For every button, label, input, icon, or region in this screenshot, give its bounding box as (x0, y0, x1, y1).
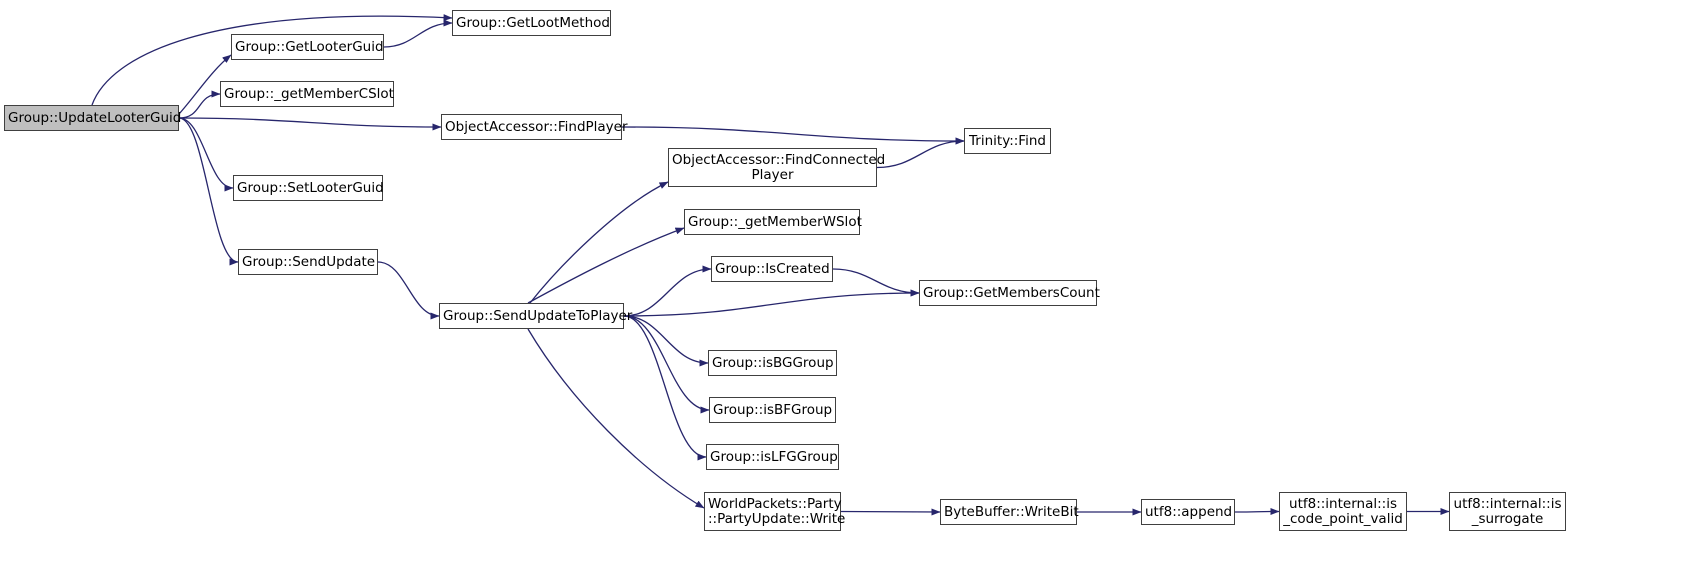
graph-node-islfggroup[interactable]: Group::isLFGGroup (706, 444, 839, 470)
graph-node-trinityfind[interactable]: Trinity::Find (964, 128, 1051, 154)
graph-node-iscreated[interactable]: Group::IsCreated (711, 256, 833, 282)
graph-node-label: Group::isLFGGroup (710, 448, 838, 465)
graph-node-getmemberwslot[interactable]: Group::_getMemberWSlot (684, 209, 862, 235)
graph-edge-sendupdatetoplayer-to-isbfgroup (623, 315, 710, 414)
graph-edge-iscreated-to-getmemberscount (832, 268, 920, 297)
graph-node-getmemberscount[interactable]: Group::GetMembersCount (919, 280, 1100, 306)
graph-node-findplayer[interactable]: ObjectAccessor::FindPlayer (441, 114, 628, 140)
graph-node-label: Group::_getMemberWSlot (688, 213, 862, 230)
graph-node-label: Group::SetLooterGuid (237, 179, 384, 196)
graph-edge-sendupdatetoplayer-to-islfggroup (623, 315, 707, 461)
graph-edge-updatelooterguid-to-findplayer (178, 117, 442, 131)
graph-node-label: Group::UpdateLooterGuid (8, 109, 182, 126)
graph-node-label: Group::isBFGroup (713, 401, 833, 418)
graph-edge-findconnectedplayer-to-trinityfind (876, 137, 965, 169)
graph-node-label: Group::GetLootMethod (456, 14, 610, 31)
graph-node-label: Trinity::Find (969, 132, 1046, 149)
graph-node-label: WorldPackets::Party ::PartyUpdate::Write (708, 495, 846, 527)
graph-node-getlootmethod[interactable]: Group::GetLootMethod (452, 10, 611, 36)
graph-edge-getlooterguid-to-getlootmethod (383, 19, 453, 48)
graph-edge-sendupdatetoplayer-to-iscreated (623, 265, 712, 317)
graph-node-label: ObjectAccessor::FindConnected Player (672, 151, 886, 183)
graph-edge-sendupdatetoplayer-to-partyupdatewrite (527, 328, 705, 509)
graph-node-partyupdatewrite[interactable]: WorldPackets::Party ::PartyUpdate::Write (704, 492, 846, 531)
graph-edge-updatelooterguid-to-sendupdate (178, 117, 239, 266)
graph-node-label: ByteBuffer::WriteBit (944, 503, 1079, 520)
graph-node-getmembercslot[interactable]: Group::_getMemberCSlot (220, 81, 394, 107)
graph-edge-partyupdatewrite-to-writebit (840, 508, 941, 516)
graph-edge-sendupdatetoplayer-to-getmemberwslot (527, 227, 685, 304)
graph-edge-utf8append-to-iscodepointvalid (1234, 508, 1280, 516)
graph-node-sendupdate[interactable]: Group::SendUpdate (238, 249, 378, 275)
graph-node-sendupdatetoplayer[interactable]: Group::SendUpdateToPlayer (439, 303, 633, 329)
graph-edge-findplayer-to-trinityfind (621, 126, 965, 145)
graph-edge-updatelooterguid-to-setlooterguid (178, 117, 234, 192)
graph-node-label: Group::SendUpdate (242, 253, 376, 270)
graph-node-label: utf8::append (1145, 503, 1233, 520)
graph-edge-sendupdate-to-sendupdatetoplayer (377, 261, 440, 320)
graph-node-label: Group::IsCreated (715, 260, 830, 277)
graph-edge-sendupdatetoplayer-to-isbggroup (623, 315, 709, 367)
graph-edge-sendupdatetoplayer-to-findconnectedplayer (529, 181, 669, 304)
graph-node-label: Group::_getMemberCSlot (224, 85, 394, 102)
graph-node-label: Group::GetLooterGuid (235, 38, 384, 55)
graph-edge-sendupdatetoplayer-to-getmemberscount (623, 289, 920, 317)
graph-node-findconnectedplayer[interactable]: ObjectAccessor::FindConnected Player (668, 148, 886, 187)
graph-node-isbfgroup[interactable]: Group::isBFGroup (709, 397, 836, 423)
graph-edge-updatelooterguid-to-getmembercslot (178, 90, 221, 119)
graph-node-writebit[interactable]: ByteBuffer::WriteBit (940, 499, 1079, 525)
graph-node-setlooterguid[interactable]: Group::SetLooterGuid (233, 175, 384, 201)
graph-node-label: Group::SendUpdateToPlayer (443, 307, 633, 324)
graph-node-isbggroup[interactable]: Group::isBGGroup (708, 350, 837, 376)
graph-node-label: utf8::internal::is _surrogate (1453, 495, 1562, 527)
graph-node-utf8append[interactable]: utf8::append (1141, 499, 1235, 525)
graph-node-label: ObjectAccessor::FindPlayer (445, 118, 628, 135)
graph-node-label: Group::GetMembersCount (923, 284, 1100, 301)
graph-node-issurrogate[interactable]: utf8::internal::is _surrogate (1449, 492, 1566, 531)
graph-node-label: Group::isBGGroup (712, 354, 834, 371)
graph-node-iscodepointvalid[interactable]: utf8::internal::is _code_point_valid (1279, 492, 1407, 531)
graph-node-getlooterguid[interactable]: Group::GetLooterGuid (231, 34, 384, 60)
graph-node-label: utf8::internal::is _code_point_valid (1283, 495, 1403, 527)
graph-node-updatelooterguid[interactable]: Group::UpdateLooterGuid (4, 105, 182, 131)
